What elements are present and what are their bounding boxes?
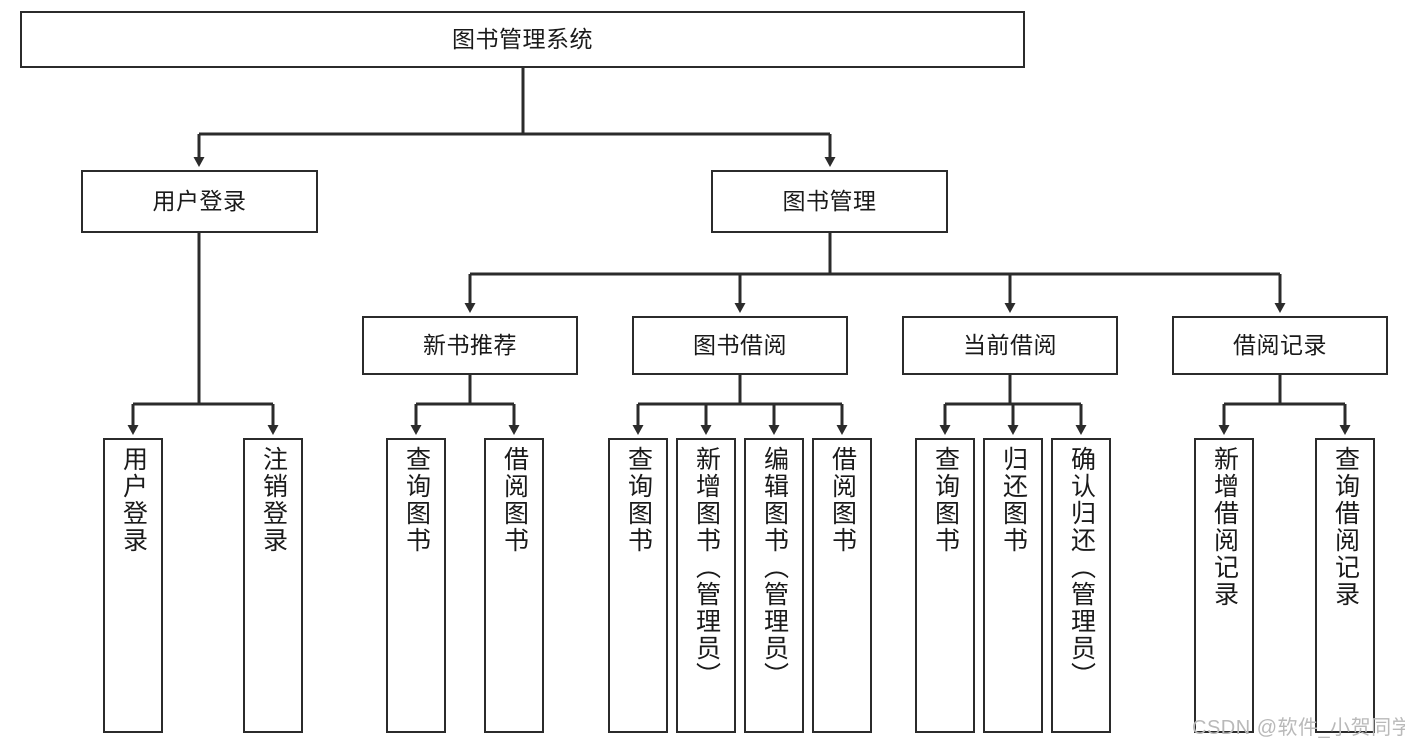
leaf-add-borrow-record[interactable]: 新增借阅记录 (1194, 438, 1254, 733)
leaf-add-book-label: 新增图书（管理员） (692, 446, 721, 689)
node-book-management-label: 图书管理 (782, 187, 877, 214)
node-new-book-recommend-label: 新书推荐 (423, 331, 517, 358)
leaf-confirm-return[interactable]: 确认归还（管理员） (1051, 438, 1111, 733)
node-book-management[interactable]: 图书管理 (711, 170, 948, 233)
leaf-borrow-book-1[interactable]: 借阅图书 (484, 438, 544, 733)
leaf-edit-book-label: 编辑图书（管理员） (760, 446, 789, 689)
leaf-logout-label: 注销登录 (259, 446, 288, 554)
node-root-label: 图书管理系统 (452, 25, 593, 52)
leaf-query-book-2[interactable]: 查询图书 (608, 438, 668, 733)
leaf-query-book-2-label: 查询图书 (624, 446, 653, 554)
leaf-query-book-1[interactable]: 查询图书 (386, 438, 446, 733)
node-user-login[interactable]: 用户登录 (81, 170, 318, 233)
leaf-add-book[interactable]: 新增图书（管理员） (676, 438, 736, 733)
leaf-user-login-label: 用户登录 (119, 446, 148, 554)
leaf-borrow-book-2[interactable]: 借阅图书 (812, 438, 872, 733)
node-borrow-record-label: 借阅记录 (1233, 331, 1327, 358)
leaf-query-borrow-record[interactable]: 查询借阅记录 (1315, 438, 1375, 733)
leaf-confirm-return-label: 确认归还（管理员） (1067, 446, 1096, 689)
leaf-borrow-book-2-label: 借阅图书 (828, 446, 857, 554)
node-current-borrow-label: 当前借阅 (963, 331, 1057, 358)
leaf-return-book-label: 归还图书 (999, 446, 1028, 554)
leaf-return-book[interactable]: 归还图书 (983, 438, 1043, 733)
leaf-logout[interactable]: 注销登录 (243, 438, 303, 733)
node-user-login-label: 用户登录 (152, 187, 247, 214)
leaf-query-borrow-record-label: 查询借阅记录 (1331, 446, 1360, 608)
leaf-edit-book[interactable]: 编辑图书（管理员） (744, 438, 804, 733)
leaf-borrow-book-1-label: 借阅图书 (500, 446, 529, 554)
leaf-add-borrow-record-label: 新增借阅记录 (1210, 446, 1239, 608)
leaf-user-login[interactable]: 用户登录 (103, 438, 163, 733)
node-book-borrow-label: 图书借阅 (693, 331, 787, 358)
node-book-borrow[interactable]: 图书借阅 (632, 316, 848, 375)
leaf-query-book-3[interactable]: 查询图书 (915, 438, 975, 733)
node-root[interactable]: 图书管理系统 (20, 11, 1025, 68)
leaf-query-book-1-label: 查询图书 (402, 446, 431, 554)
csdn-watermark: CSDN @软件_小贺同学 (1192, 717, 1405, 739)
node-new-book-recommend[interactable]: 新书推荐 (362, 316, 578, 375)
leaf-query-book-3-label: 查询图书 (931, 446, 960, 554)
node-borrow-record[interactable]: 借阅记录 (1172, 316, 1388, 375)
node-current-borrow[interactable]: 当前借阅 (902, 316, 1118, 375)
